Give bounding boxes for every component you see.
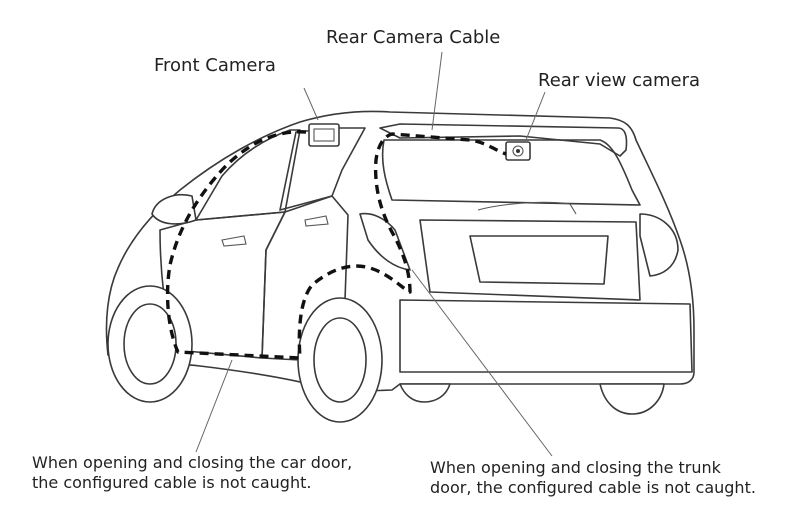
front-door-handle [221,235,247,247]
leader-rear-cable [431,51,443,131]
rear-door-handle [304,215,329,227]
front-wheel [107,285,193,403]
license-plate-recess [469,235,609,285]
rear-wheel-rim [313,317,367,403]
rear-wiper [477,201,577,215]
rear-wheel [297,297,383,423]
car-door-note-line1: When opening and closing the car door, [32,453,353,472]
left-tail-light [359,212,411,271]
rear-view-camera-device [505,141,531,161]
far-front-wheel [399,383,451,403]
leader-rear-camera [525,91,546,141]
trunk-door-note-line1: When opening and closing the trunk [430,458,721,477]
trunk-door-note: When opening and closing the trunk door,… [430,458,800,498]
leader-front-camera [303,87,319,121]
roof-spoiler [379,123,628,157]
car-door-note-line2: the configured cable is not caught. [32,473,312,492]
car-door-note: When opening and closing the car door, t… [32,453,412,493]
rear-window [381,139,641,206]
leader-trunk-note [411,269,553,457]
front-window [195,129,301,221]
front-camera-label: Front Camera [154,55,276,76]
rear-view-camera-label: Rear view camera [538,70,701,91]
trunk-door-note-line2: door, the configured cable is not caught… [430,478,756,497]
cable-route [165,130,507,360]
rear-camera-cable-label: Rear Camera Cable [326,27,501,48]
front-camera-device [308,123,340,147]
side-mirror [151,194,197,225]
far-rear-wheel [599,383,665,415]
trunk-lid [419,219,641,301]
leader-door-note [195,359,233,453]
right-tail-light [639,213,679,277]
rear-bumper [399,299,693,373]
